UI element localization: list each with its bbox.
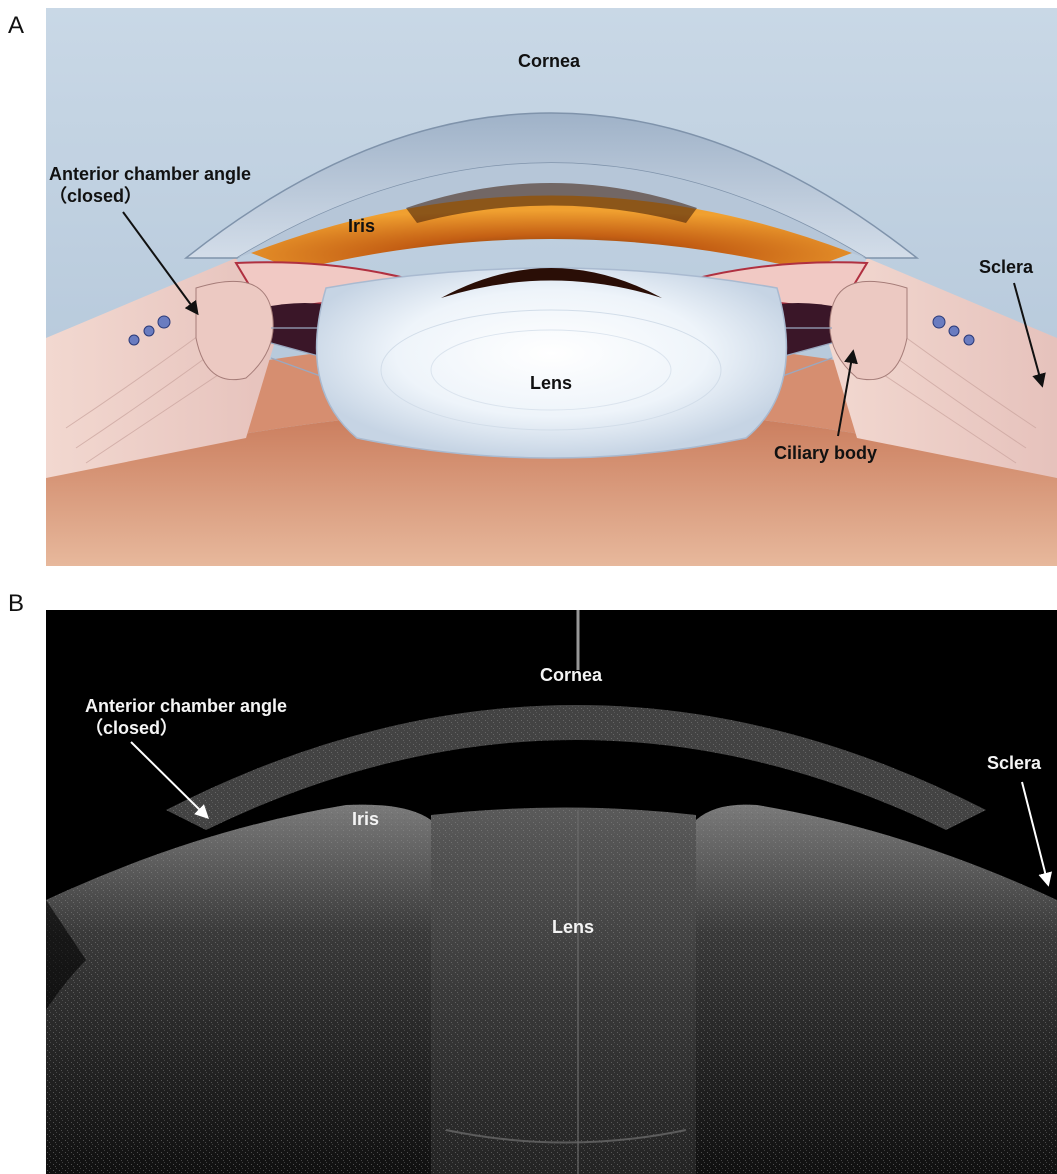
panel-b-sclera-arrow xyxy=(1022,782,1048,884)
panel-b-angle-arrow xyxy=(131,742,207,817)
